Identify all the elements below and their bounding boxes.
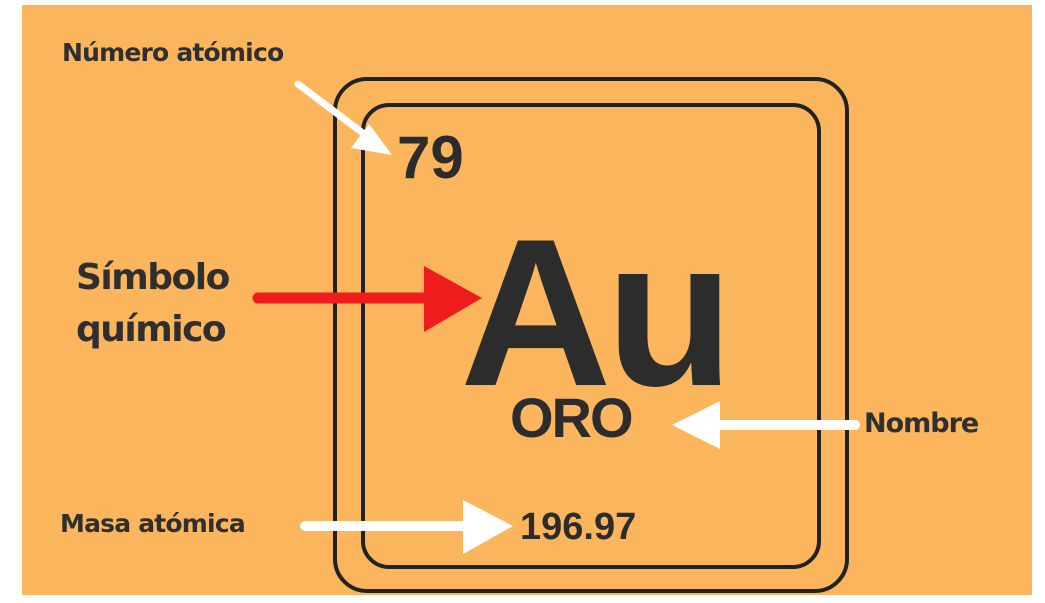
atomic-number-value: 79	[397, 124, 464, 191]
chemical-symbol-arrow-icon	[252, 266, 482, 332]
element-name-arrow-icon	[672, 401, 860, 449]
atomic-mass-value: 196.97	[520, 506, 637, 548]
atomic-number-arrow-icon	[294, 80, 392, 155]
atomic-mass-label: Masa atómica	[60, 509, 246, 538]
element-name-label: Nombre	[864, 408, 979, 439]
atomic-number-label: Número atómico	[62, 38, 284, 67]
chemical-symbol-label: Símbolo químico	[76, 252, 230, 356]
element-name-value: ORO	[510, 386, 634, 449]
element-tile-inner-border	[361, 103, 821, 569]
element-tile-outer-border	[333, 77, 849, 593]
atomic-mass-arrow-icon	[300, 500, 513, 554]
chemical-symbol-value: Au	[460, 195, 734, 430]
chemical-symbol-label-line2: químico	[76, 309, 227, 350]
chemical-symbol-label-line1: Símbolo	[76, 257, 230, 298]
